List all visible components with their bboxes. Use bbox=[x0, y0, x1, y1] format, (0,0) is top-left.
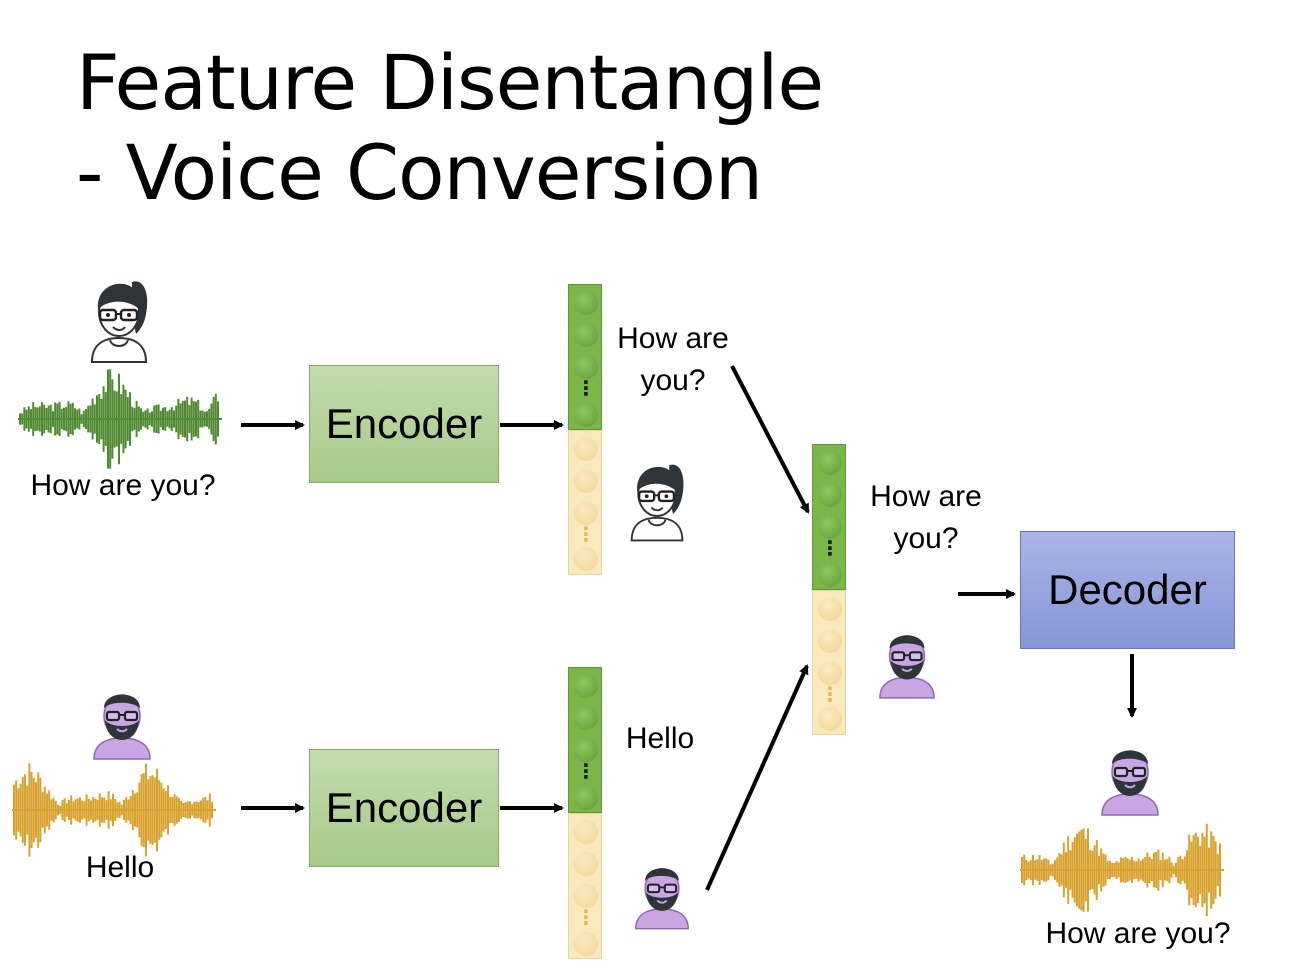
arrow-bottom-speaker-to-merged bbox=[705, 664, 809, 891]
top-content-caption-line-1: How are bbox=[617, 322, 729, 355]
man-avatar-small-icon bbox=[635, 867, 689, 930]
bottom-encoder-box: Encoder bbox=[309, 749, 499, 867]
bottom-content-vector: ⋮ bbox=[568, 667, 602, 813]
output-audio-caption: How are you? bbox=[1045, 917, 1231, 950]
top-content-caption: How are you? bbox=[604, 318, 742, 402]
man-avatar-icon bbox=[93, 694, 151, 760]
bottom-encoder-label: Encoder bbox=[325, 784, 483, 831]
man-avatar-merged-icon bbox=[879, 635, 935, 699]
top-content-vector: ⋮ bbox=[568, 284, 602, 430]
merged-content-caption-line-2: you? bbox=[893, 522, 959, 555]
merged-speaker-vector: ⋮ bbox=[812, 590, 846, 735]
top-content-caption-line-2: you? bbox=[640, 364, 706, 397]
bottom-audio-caption: Hello bbox=[85, 851, 155, 884]
decoder-label: Decoder bbox=[1048, 566, 1207, 613]
merged-content-vector: ⋮ bbox=[812, 444, 846, 590]
merged-content-caption: How are you? bbox=[856, 476, 996, 560]
man-avatar-output-icon bbox=[1101, 750, 1159, 816]
orange-waveform-icon bbox=[12, 763, 216, 857]
top-speaker-vector: ⋮ bbox=[568, 430, 602, 575]
woman-avatar-small-icon bbox=[630, 464, 684, 542]
arrow-top-content-to-merged bbox=[730, 365, 810, 514]
woman-avatar-icon bbox=[90, 281, 148, 363]
title-line-1: Feature Disentangle bbox=[76, 38, 824, 127]
bottom-content-caption: Hello bbox=[625, 722, 695, 755]
top-encoder-box: Encoder bbox=[309, 365, 499, 483]
decoder-box: Decoder bbox=[1020, 531, 1235, 649]
output-waveform-icon bbox=[1020, 823, 1224, 917]
title-line-2: - Voice Conversion bbox=[76, 128, 763, 217]
slide-title: Feature Disentangle - Voice Conversion bbox=[76, 38, 824, 218]
green-waveform-icon bbox=[18, 369, 222, 469]
top-encoder-label: Encoder bbox=[325, 400, 483, 447]
bottom-speaker-vector: ⋮ bbox=[568, 813, 602, 959]
merged-content-caption-line-1: How are bbox=[870, 480, 982, 513]
top-audio-caption: How are you? bbox=[30, 469, 216, 502]
